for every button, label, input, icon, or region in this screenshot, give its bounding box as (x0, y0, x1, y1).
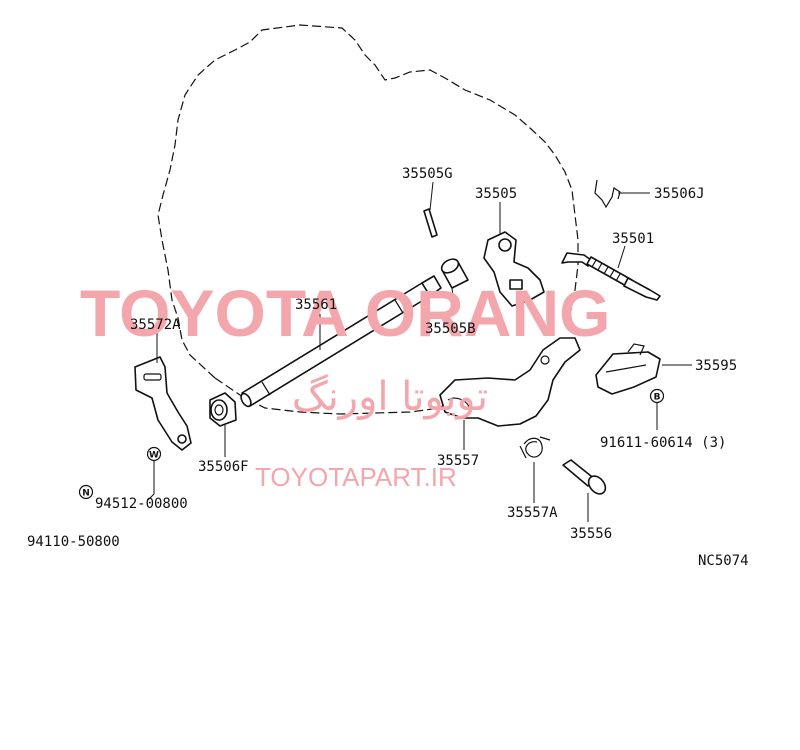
label-35561: 35561 (295, 297, 337, 313)
label-35506F: 35506F (198, 459, 249, 475)
label-91611-60614: 91611-60614 (3) (600, 435, 726, 451)
pin-35556 (562, 459, 607, 495)
svg-text:W: W (149, 451, 159, 461)
label-35505: 35505 (475, 186, 517, 202)
shift-lever-35505 (483, 231, 545, 307)
lever-plate-35557 (439, 337, 581, 427)
label-35506J: 35506J (654, 186, 705, 202)
watermark-brand: TOYOTA ORANG (80, 276, 610, 350)
symbol-w: W (146, 446, 162, 462)
symbol-b: B (649, 388, 665, 404)
diagram-code: NC5074 (698, 553, 749, 569)
label-35501: 35501 (612, 231, 654, 247)
leader-lines (147, 181, 692, 522)
label-94512-00800: 94512-00800 (95, 496, 188, 512)
bushing-35506F (209, 392, 237, 427)
watermark-url: TOYOTAPART.IR (255, 462, 457, 492)
watermark-persian: تویوتا اورنگ (292, 374, 488, 420)
label-35556: 35556 (570, 526, 612, 542)
label-35557: 35557 (437, 453, 479, 469)
sensor-rod-35501 (561, 252, 661, 301)
label-94110-50800: 94110-50800 (27, 534, 120, 550)
svg-text:N: N (82, 489, 90, 499)
clip-35506J (594, 179, 621, 209)
label-35505B: 35505B (425, 321, 476, 337)
label-35557A: 35557A (507, 505, 558, 521)
sensor-35595 (595, 343, 661, 395)
shift-shaft-35561 (240, 275, 442, 408)
label-35595: 35595 (695, 358, 737, 374)
transmission-case-outline (157, 24, 579, 379)
spring-35557A (519, 436, 551, 459)
bracket-35572A (134, 356, 192, 451)
pin-35505G (423, 208, 438, 238)
label-35505G: 35505G (402, 166, 453, 182)
collar-35505B (440, 258, 469, 289)
label-35572A: 35572A (130, 317, 181, 333)
svg-text:B: B (654, 393, 661, 403)
symbol-n: N (78, 484, 94, 500)
